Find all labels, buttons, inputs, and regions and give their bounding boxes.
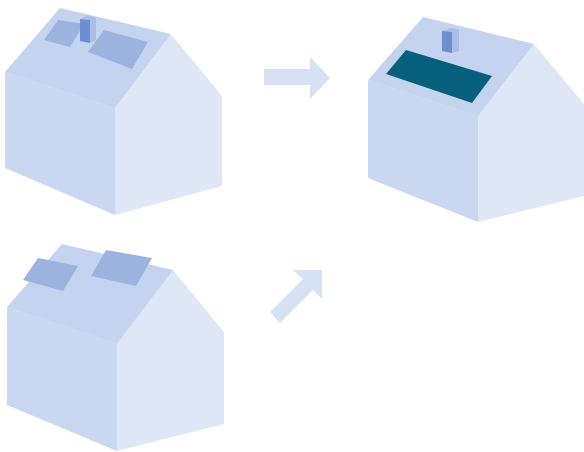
house-before-top [5,8,222,215]
house-side-wall [117,270,224,451]
house-before-bottom [7,244,224,451]
arrow-right [264,57,330,99]
skylight-right [88,30,148,69]
chimney-icon [80,15,96,43]
skylight-left [44,20,84,47]
arrow-diagonal [270,270,322,323]
skylight-right [91,250,152,286]
house-front-wall [5,72,115,215]
house-front-wall [368,80,478,222]
chimney-icon [442,28,459,53]
skylight-left [23,258,78,291]
house-side-wall [478,44,584,222]
house-roof [5,8,171,108]
house-after [368,17,584,222]
house-front-wall [7,307,117,451]
house-side-wall [115,34,222,215]
solar-panel [386,50,492,103]
